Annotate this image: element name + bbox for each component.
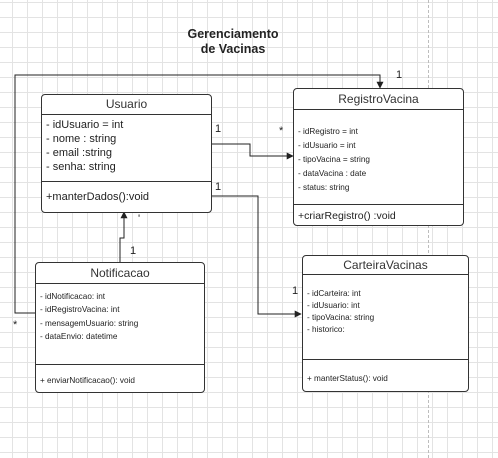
operation: + enviarNotificacao(): void (40, 376, 135, 385)
attribute: - idUsuario = int (46, 119, 124, 131)
class-usuario-operations: +manterDados():void (42, 182, 211, 204)
diagram-title-line-2: de Vacinas (200, 42, 266, 56)
attribute: - idRegistroVacina: int (40, 305, 120, 314)
attribute: - idNotificacao: int (40, 292, 106, 301)
class-carteira-vacinas-operations: + manterStatus(): void (303, 360, 468, 385)
attribute: - tipoVacina = string (298, 155, 370, 164)
multiplicity-notificacao-usuario: 1 (130, 245, 137, 257)
attribute: - nome : string (46, 133, 117, 145)
attribute: - dataEnvio: datetime (40, 332, 118, 341)
connector-usuario-registro[interactable] (211, 143, 294, 160)
class-carteira-vacinas-name: CarteiraVacinas (303, 256, 468, 275)
operation: +criarRegistro() :void (298, 210, 396, 222)
multiplicity-usuario-registro-target: * (279, 125, 284, 137)
multiplicity-notificacao-usuario-tick: ' (138, 213, 141, 225)
class-usuario[interactable]: Usuario - idUsuario = int - nome : strin… (41, 94, 212, 213)
connector-notificacao-usuario[interactable] (119, 211, 128, 263)
class-notificacao[interactable]: Notificacao - idNotificacao: int - idReg… (35, 262, 205, 393)
attribute: - mensagemUsuario: string (40, 319, 139, 328)
attribute: - idUsuario: int (307, 301, 360, 310)
operation: +manterDados():void (46, 191, 150, 203)
attribute: - tipoVacina: string (307, 313, 375, 322)
attribute: - status: string (298, 183, 350, 192)
diagram-title-line-1: Gerenciamento (187, 27, 279, 41)
class-usuario-name: Usuario (42, 95, 211, 115)
multiplicity-notificacao-registro-target: 1 (396, 69, 403, 81)
attribute: - idUsuario = int (298, 141, 356, 150)
class-usuario-attributes: - idUsuario = int - nome : string - emai… (42, 115, 211, 182)
class-notificacao-operations: + enviarNotificacao(): void (36, 365, 204, 387)
diagram-title: Gerenciamento de Vacinas (163, 27, 303, 57)
attribute: - idRegistro = int (298, 127, 358, 136)
connector-usuario-carteira[interactable] (211, 195, 302, 318)
class-registro-vacina-name: RegistroVacina (294, 89, 463, 110)
multiplicity-usuario-carteira-target: 1 (292, 285, 299, 297)
attribute: - dataVacina : date (298, 169, 367, 178)
multiplicity-usuario-registro-source: 1 (215, 123, 222, 135)
operation: + manterStatus(): void (307, 374, 388, 383)
class-registro-vacina[interactable]: RegistroVacina - idRegistro = int - idUs… (293, 88, 464, 226)
class-registro-vacina-operations: +criarRegistro() :void (294, 205, 463, 223)
multiplicity-usuario-carteira-source: 1 (215, 181, 222, 193)
attribute: - senha: string (46, 161, 116, 173)
attribute: - email :string (46, 147, 113, 159)
page-guide-line (428, 0, 429, 458)
class-notificacao-name: Notificacao (36, 263, 204, 284)
attribute: - idCarteira: int (307, 289, 361, 298)
class-carteira-vacinas-attributes: - idCarteira: int - idUsuario: int - tip… (303, 275, 468, 360)
attribute: - historico: (307, 325, 345, 334)
multiplicity-notificacao-registro-source: * (13, 319, 18, 331)
class-registro-vacina-attributes: - idRegistro = int - idUsuario = int - t… (294, 110, 463, 205)
class-notificacao-attributes: - idNotificacao: int - idRegistroVacina:… (36, 284, 204, 365)
class-carteira-vacinas[interactable]: CarteiraVacinas - idCarteira: int - idUs… (302, 255, 469, 392)
